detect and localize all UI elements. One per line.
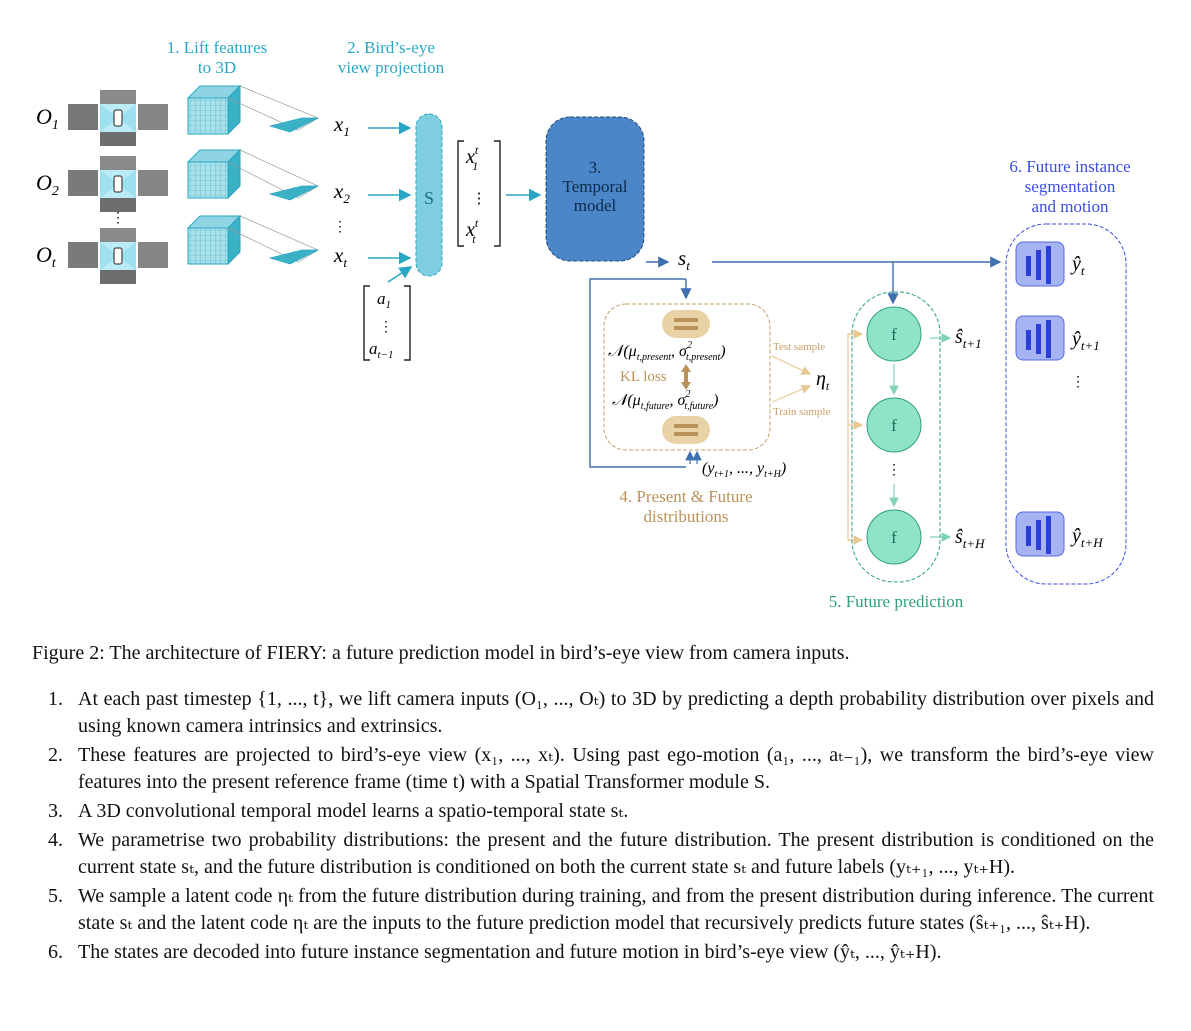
obs-label: Ot (36, 242, 57, 271)
camera-mosaic (68, 156, 168, 212)
future-prediction-step: f (866, 397, 922, 453)
stage4-label: 4. Present & Future (619, 487, 752, 506)
train-sample-label: Train sample (773, 406, 830, 418)
y-hat-t1: ŷt+1 (1070, 328, 1100, 353)
feat-dots: ⋮ (333, 220, 347, 235)
latent-bracket (847, 333, 862, 541)
ego-dots: ⋮ (379, 320, 393, 335)
stage6-label-line3: and motion (1032, 197, 1109, 216)
eta-label: ηt (816, 368, 830, 393)
list-item: 5.We sample a latent code ηₜ from the fu… (48, 885, 1154, 934)
list-item: 6.The states are decoded into future ins… (48, 941, 942, 963)
stage5-label: 5. Future prediction (829, 592, 964, 611)
arrow (771, 355, 812, 375)
temporal-model-label-3: model (574, 196, 617, 215)
figure-caption: Figure 2: The architecture of FIERY: a f… (32, 642, 850, 664)
obs-label: O1 (36, 104, 59, 133)
future-prediction-step: f (866, 509, 922, 565)
arrow (387, 266, 413, 283)
decoder-block (1015, 241, 1065, 287)
decoder-box (1005, 223, 1127, 585)
steps-list: 1.At each past timestep {1, ..., t}, we … (48, 686, 1154, 968)
kl-loss-label: KL loss (620, 369, 667, 385)
obs-label: O2 (36, 170, 59, 199)
temporal-model-label-1: 3. (589, 158, 602, 177)
feat-label-2: x2 (333, 179, 350, 206)
feat-label-1: x1 (333, 112, 350, 139)
stage4-label-line2: distributions (643, 507, 728, 526)
spatial-transformer-label: S (424, 188, 434, 208)
distributions-box (603, 303, 771, 451)
ego-at-1: at−1 (369, 339, 393, 361)
feature-cube-1 (186, 84, 319, 136)
decoder-block (1015, 511, 1065, 557)
observation-row-1: O1 (36, 90, 168, 146)
f-dots: ⋮ (887, 463, 901, 478)
temporal-model-label-2: Temporal (563, 177, 628, 196)
state-branch-line (589, 278, 686, 468)
vec-dots: ⋮ (472, 191, 487, 207)
feature-cube-t (186, 214, 319, 266)
stage6-label: 6. Future instance (1009, 157, 1130, 176)
s-hat-t1: ŝt+1 (955, 326, 982, 351)
future-encoder (662, 416, 710, 444)
f-label: f (891, 528, 897, 547)
ego-motion-vector: a1 ⋮ at−1 (363, 285, 411, 361)
architecture-diagram: 1. Lift features to 3D 2. Bird’s-eye vie… (36, 38, 1131, 611)
y-hat-t: ŷt (1070, 253, 1085, 278)
list-item: 1.At each past timestep {1, ..., t}, we … (48, 688, 1154, 737)
camera-mosaic (68, 228, 168, 284)
decoder-block (1015, 315, 1065, 361)
list-item: 2.These features are projected to bird’s… (48, 744, 1154, 793)
stage1-label-line2: to 3D (198, 58, 236, 77)
y-hat-tH: ŷt+H (1070, 525, 1103, 550)
ego-a1: a1 (377, 289, 391, 311)
future-prediction-box (851, 291, 941, 583)
feat-label-t: xt (333, 243, 347, 270)
camera-mosaic (68, 90, 168, 146)
temporal-model (545, 116, 645, 262)
observation-row-2: O2 (36, 156, 168, 212)
test-sample-label: Test sample (773, 341, 825, 353)
observation-row-t: Ot (36, 228, 168, 284)
present-encoder (662, 310, 710, 338)
stage2-label-line2: view projection (338, 58, 445, 77)
stage1-label: 1. Lift features (167, 38, 268, 57)
spatial-transformer (415, 113, 443, 277)
future-labels: (yt+1, ..., yt+H) (702, 460, 786, 480)
s-hat-tH: ŝt+H (955, 526, 985, 551)
state-label: st (678, 246, 690, 273)
list-item: 3.A 3D convolutional temporal model lear… (48, 800, 629, 822)
kl-arrow (681, 364, 691, 390)
stage6-label-line2: segmentation (1025, 177, 1116, 196)
future-prediction-step: f (866, 306, 922, 362)
list-item: 4.We parametrise two probability distrib… (48, 829, 1154, 878)
vertical-dots: ⋮ (111, 211, 125, 226)
arrow (771, 384, 812, 403)
stage2-label: 2. Bird’s-eye (347, 38, 435, 57)
f-label: f (891, 325, 897, 344)
f-label: f (891, 416, 897, 435)
feature-cube-2 (186, 148, 319, 201)
y-dots: ⋮ (1071, 375, 1085, 390)
